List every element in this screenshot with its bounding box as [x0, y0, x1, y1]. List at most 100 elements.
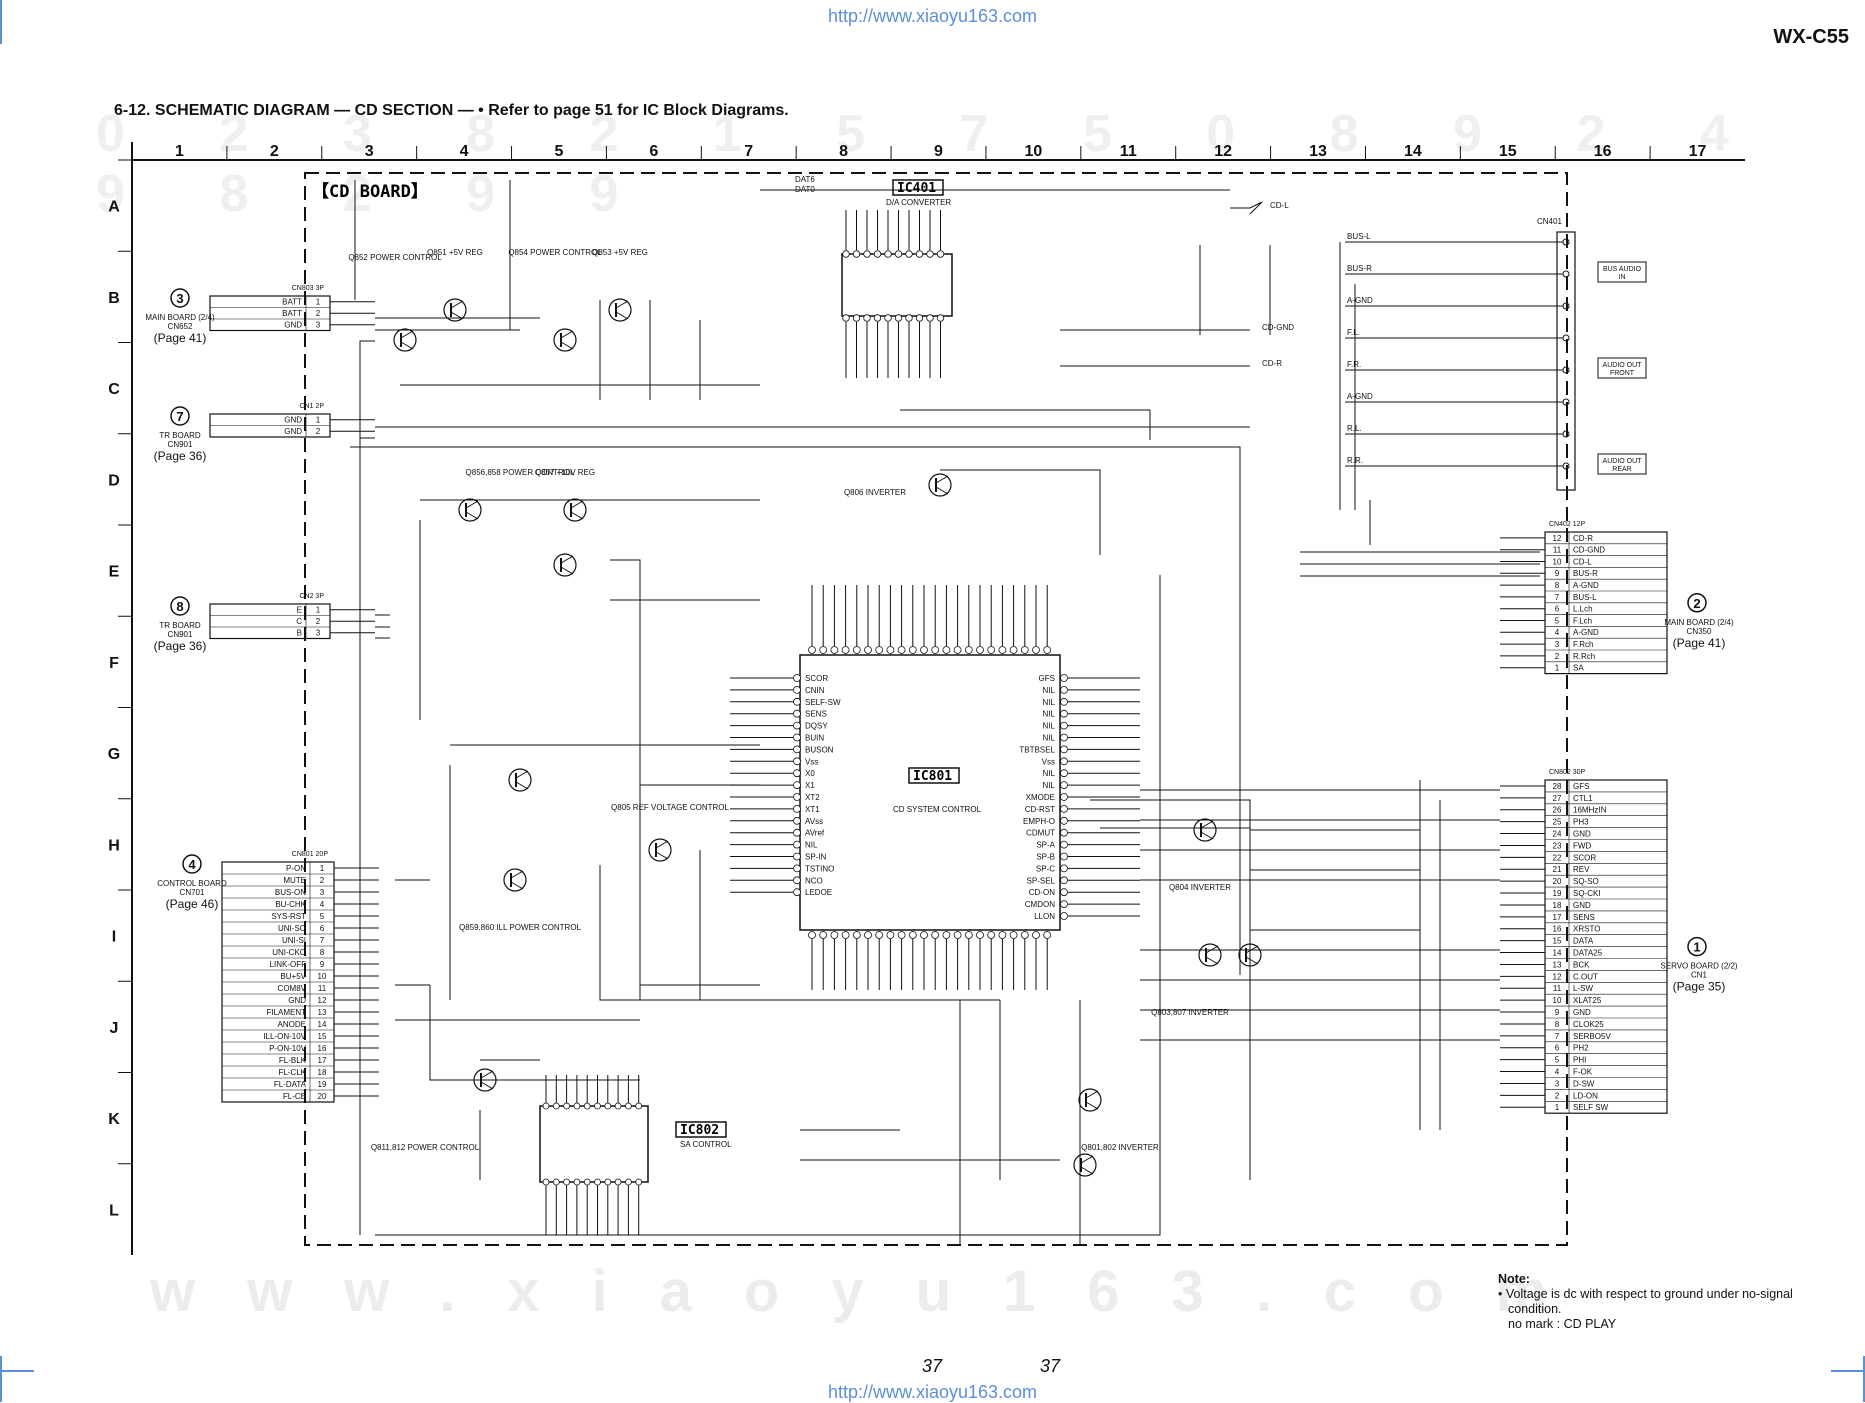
- connector-pin-label: BUS-ON: [275, 888, 306, 897]
- ic801-right-pin: Vss: [1042, 757, 1055, 766]
- ic801-left-pin: TSTINO: [805, 864, 834, 873]
- ic801-right-pin: NIL: [1043, 698, 1056, 707]
- ic801-pin-marker: [793, 828, 801, 837]
- connector-pin-label: SCOR: [1573, 853, 1596, 862]
- net: [375, 575, 1161, 1236]
- connector-cn-label: CN803 3P: [292, 285, 325, 292]
- connector-pin-label: DATA: [1573, 937, 1594, 946]
- connector-pin-number: 15: [318, 1032, 327, 1041]
- grid-row-label: J: [110, 1020, 119, 1037]
- ic401-pin-marker: [926, 250, 934, 258]
- connector-pin-label: P-ON-10V: [269, 1044, 307, 1053]
- ic802-pin-marker: [542, 1178, 550, 1186]
- transistor-symbol: [393, 328, 417, 352]
- ic801-right-pin: NIL: [1043, 769, 1056, 778]
- grid-col-label: 15: [1499, 143, 1517, 160]
- ic801-pin-marker: [1032, 931, 1040, 939]
- connector-pin-number: 2: [1555, 652, 1560, 661]
- connector-pin-number: 1: [316, 416, 321, 425]
- connector-pin-label: L.Lch: [1573, 605, 1593, 614]
- connector-pin-label: COM8V: [278, 984, 307, 993]
- ic802-pin-marker: [552, 1178, 560, 1186]
- ic801-left-pin: NCO: [805, 876, 823, 885]
- ic801-right-pin: NIL: [1043, 722, 1056, 731]
- connector-pin-number: 16: [318, 1044, 327, 1053]
- audio-line-label: F.L.: [1347, 328, 1360, 337]
- ic802-pin-marker: [552, 1102, 560, 1110]
- connector-body: [209, 603, 331, 640]
- page-number-right: 37: [1040, 1356, 1061, 1376]
- connector-pin-number: 22: [1553, 853, 1562, 862]
- transistor-symbol: [608, 298, 632, 322]
- cn401-jack: [1562, 302, 1570, 310]
- connector-pin-number: 5: [320, 912, 325, 921]
- connector-pin-number: 10: [318, 972, 327, 981]
- connector-pin-number: 19: [1553, 889, 1562, 898]
- ic401-block: IC401 D/A CONVERTER: [841, 179, 953, 317]
- connector-pin-label: LINK-OFF: [270, 960, 307, 969]
- ic801-pin-marker: [1060, 840, 1068, 849]
- connector-pin-number: 8: [1555, 581, 1560, 590]
- connector-pin-number: 3: [1555, 1079, 1560, 1088]
- connector-pin-number: 12: [318, 996, 327, 1005]
- connector-body: [209, 295, 331, 332]
- ic801-label: IC801: [913, 769, 952, 784]
- connector-board-cn: CN350: [1687, 627, 1712, 636]
- connector-pin-label: B: [297, 629, 302, 638]
- connector-pin-label: GND: [1573, 830, 1591, 839]
- connector-pin-label: XLAT25: [1573, 996, 1602, 1005]
- transistor-symbol: [458, 498, 482, 522]
- connector-page-ref: (Page 41): [1673, 636, 1726, 650]
- ic802-pin-marker: [594, 1102, 601, 1110]
- connector-pin-number: 11: [1553, 984, 1562, 993]
- ic801-pin-marker: [953, 646, 962, 654]
- connector-pin-number: 2: [316, 617, 321, 626]
- grid-row-label: D: [108, 472, 120, 489]
- connector-cn-label: CN1 2P: [299, 403, 324, 410]
- connector-pin-number: 5: [1555, 1056, 1560, 1065]
- connector-pin-label: F-OK: [1573, 1068, 1593, 1077]
- ic801-pin-marker: [819, 646, 828, 654]
- ic801-right-pin: GFS: [1039, 674, 1055, 683]
- grid-col-label: 1: [175, 143, 184, 160]
- bottom-url-watermark: http://www.xiaoyu163.com: [827, 1382, 1038, 1402]
- connector-pin-label: BU+5V: [280, 972, 306, 981]
- ic801-pin-marker: [987, 931, 996, 939]
- connector-pin-number: 12: [1553, 534, 1562, 543]
- ic801-left-pin: SCOR: [805, 674, 828, 683]
- ic401-pin-marker: [852, 314, 861, 322]
- audio-group-label: REAR: [1612, 466, 1631, 473]
- audio-group-box: [1597, 357, 1647, 379]
- connector-pin-label: C: [296, 617, 302, 626]
- ic801-pin-marker: [1060, 757, 1068, 766]
- net: [599, 850, 1000, 1001]
- ic801-pin-marker: [875, 646, 884, 654]
- connector-pin-label: CLOK25: [1573, 1020, 1604, 1029]
- audio-group-label: IN: [1619, 274, 1626, 281]
- connector-pin-number: 6: [1555, 1044, 1560, 1053]
- connector-pin-number: 7: [1555, 1032, 1560, 1041]
- ic801-left-pin: LEDOE: [805, 888, 832, 897]
- connector-pin-label: R.Rch: [1573, 652, 1595, 661]
- connector-pin-number: 8: [1555, 1020, 1560, 1029]
- connector-pin-number: 1: [316, 298, 321, 307]
- connector-pin-label: SELF SW: [1573, 1103, 1609, 1112]
- net: [1199, 245, 1271, 335]
- ic801-pin-marker: [1043, 931, 1052, 939]
- note-block: Note: • Voltage is dc with respect to gr…: [1498, 1272, 1793, 1332]
- transistor-function-label: Q853 +5V REG: [592, 248, 648, 257]
- grid-col-label: 11: [1120, 143, 1137, 160]
- audio-group-label: FRONT: [1610, 370, 1635, 377]
- cd-board-outline: [304, 172, 1568, 1246]
- ic801-right-pin: EMPH-O: [1023, 817, 1055, 826]
- net: [479, 1059, 540, 1180]
- connector-pin-label: GND: [1573, 1008, 1591, 1017]
- ic801-pin-marker: [830, 931, 839, 939]
- connector-board-cn: CN652: [168, 322, 193, 331]
- ic801-pin-marker: [793, 733, 801, 742]
- ic801-block: IC801 CD SYSTEM CONTROL: [799, 654, 1061, 931]
- ic801-pin-marker: [987, 646, 996, 654]
- ic401-pin-marker: [863, 314, 871, 322]
- crop-mark: [1831, 1370, 1865, 1372]
